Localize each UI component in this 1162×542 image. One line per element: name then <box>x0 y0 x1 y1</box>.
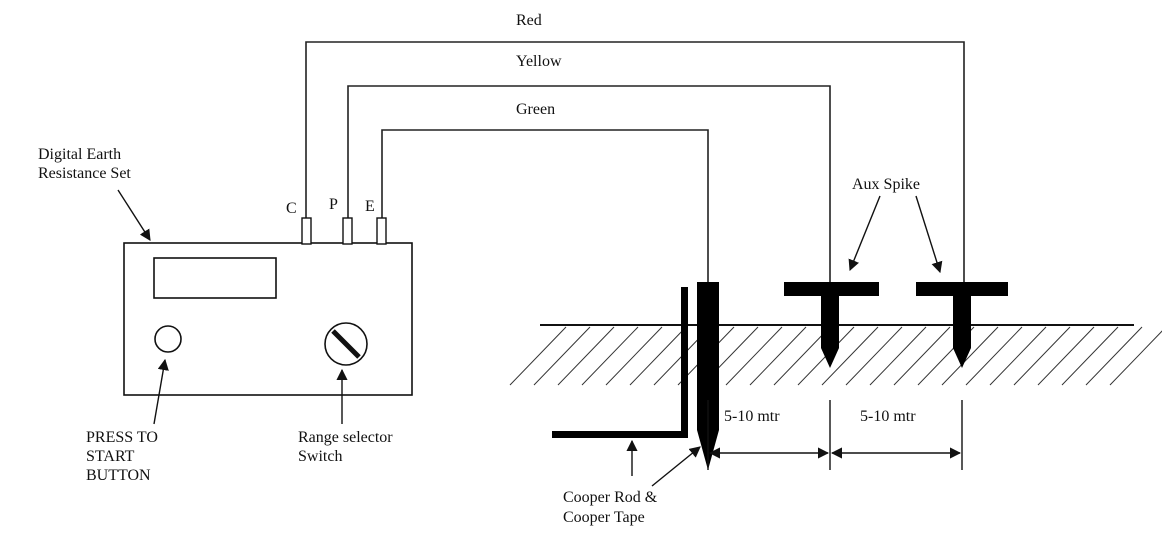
cooper-rod-label-line1: Cooper Rod & <box>563 489 658 506</box>
cooper-rod <box>697 282 719 470</box>
press-to-start-button <box>154 325 182 353</box>
earth-electrode <box>552 282 719 470</box>
hatch-line <box>725 326 783 386</box>
device-title-arrow <box>117 189 151 241</box>
terminal-c-label: C <box>286 200 297 217</box>
cooper-rod-arrow <box>651 446 701 487</box>
aux-spike-label: Aux Spike <box>852 176 920 193</box>
hatch-line <box>893 326 951 386</box>
start-button-label-line2: START <box>86 448 135 465</box>
aux-spike-2-handle <box>916 282 1008 296</box>
wires <box>305 41 965 282</box>
hatch-line <box>533 326 591 386</box>
terminal-p-label: P <box>329 196 338 213</box>
distance-dimensions <box>707 400 963 470</box>
aux-spike-potential <box>784 282 879 368</box>
start-button-label-line1: PRESS TO <box>86 429 158 446</box>
hatch-line <box>605 326 663 386</box>
hatch-line <box>509 326 567 386</box>
hatch-line <box>1085 326 1143 386</box>
hatch-line <box>1037 326 1095 386</box>
hatch-line <box>989 326 1047 386</box>
range-selector-label-line1: Range selector <box>298 429 393 446</box>
hatch-line <box>749 326 807 386</box>
aux-spike-2-shaft <box>953 296 971 368</box>
red-wire <box>305 41 965 282</box>
green-wire-label: Green <box>516 101 555 118</box>
hatch-line <box>941 326 999 386</box>
start-button-arrow <box>153 358 169 425</box>
hatch-line <box>965 326 1023 386</box>
digital-display <box>153 257 277 299</box>
range-selector-label-line2: Switch <box>298 448 342 465</box>
cooper-rod-label-line2: Cooper Tape <box>563 509 645 526</box>
hatch-line <box>1061 326 1119 386</box>
hatch-line <box>1109 330 1162 386</box>
earth-tester-device <box>123 217 413 396</box>
hatch-line <box>773 326 831 386</box>
device-title-line1: Digital Earth <box>38 146 121 163</box>
terminal-c <box>301 217 312 245</box>
aux-spike-arrow-2 <box>915 195 943 274</box>
terminal-e-label: E <box>365 198 375 215</box>
hatch-line <box>629 326 687 386</box>
hatch-line <box>869 326 927 386</box>
distance-label-1: 5-10 mtr <box>724 408 780 425</box>
device-title-line2: Resistance Set <box>38 165 131 182</box>
cooper-tape-vertical <box>681 287 688 433</box>
cooper-tape-horizontal <box>552 431 688 438</box>
selector-knob-pointer <box>331 329 361 359</box>
aux-spike-arrow-1 <box>848 195 881 272</box>
terminal-e <box>376 217 387 245</box>
yellow-wire <box>347 85 831 282</box>
hatch-line <box>581 326 639 386</box>
hatch-line <box>821 326 879 386</box>
yellow-wire-label: Yellow <box>516 53 562 70</box>
aux-spike-1-shaft <box>821 296 839 368</box>
start-button-label-line3: BUTTON <box>86 467 151 484</box>
hatch-line <box>845 326 903 386</box>
aux-spike-1-handle <box>784 282 879 296</box>
red-wire-label: Red <box>516 12 542 29</box>
distance-label-2: 5-10 mtr <box>860 408 916 425</box>
green-wire <box>381 129 709 282</box>
terminal-p <box>342 217 353 245</box>
hatch-line <box>557 326 615 386</box>
hatch-line <box>1013 326 1071 386</box>
aux-spike-current <box>916 282 1008 368</box>
